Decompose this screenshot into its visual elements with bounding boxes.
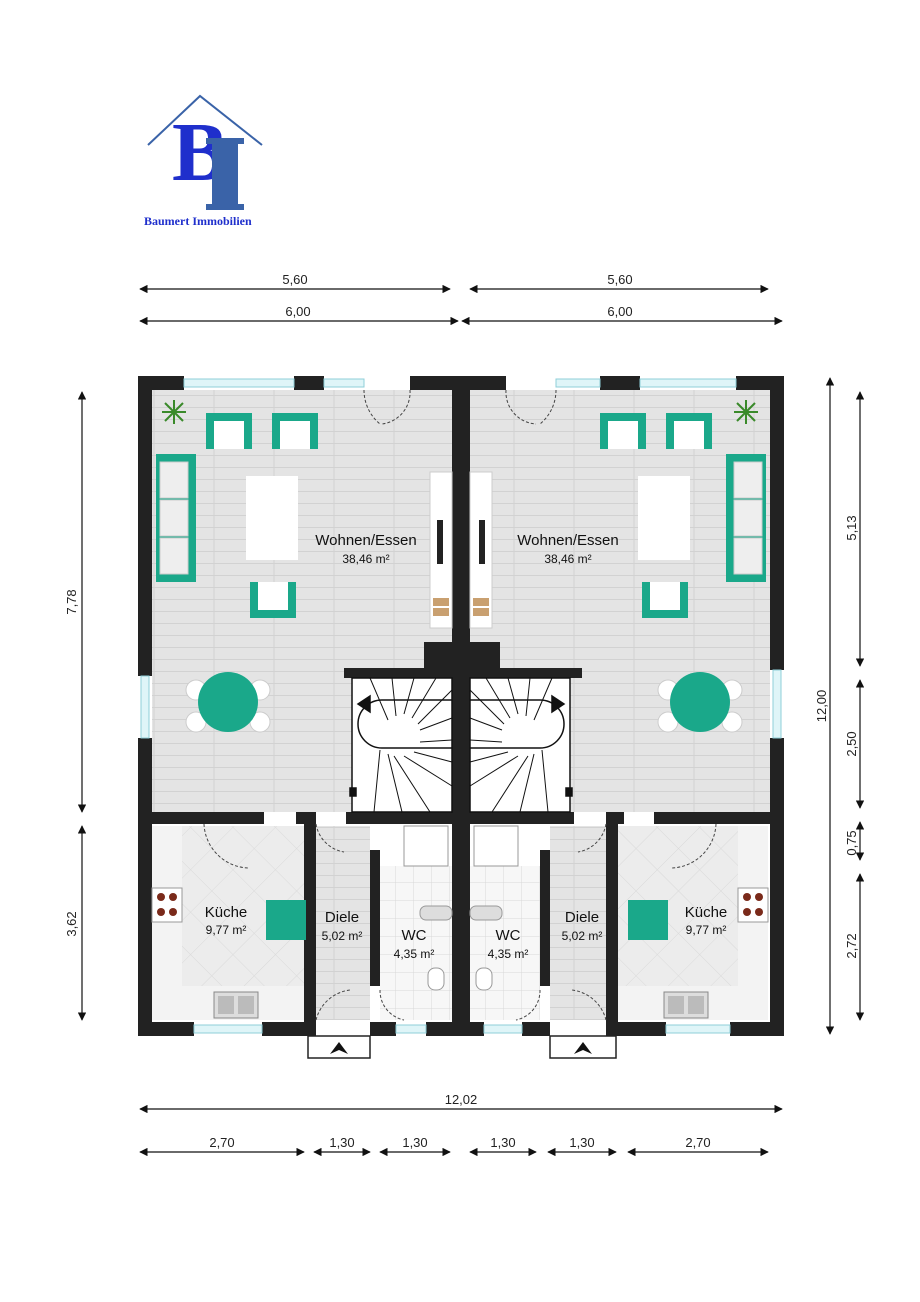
dim-top-inner-left: 5,60 <box>282 272 307 287</box>
company-logo: B Baumert Immobilien <box>144 94 263 228</box>
room-labels-left: Wohnen/Essen 38,46 m² Küche 9,77 m² Diel… <box>205 532 435 961</box>
wc-right-fixtures <box>469 825 541 1021</box>
staircase-right <box>469 677 573 813</box>
left-dimensions: 7,78 3,62 <box>64 391 87 1021</box>
dim-top-outer-right: 6,00 <box>607 304 632 319</box>
dining-table-right <box>657 672 743 733</box>
room-area-wc-left: 4,35 m² <box>394 947 435 961</box>
walls <box>138 376 784 1036</box>
dining-table-left <box>185 672 271 733</box>
kitchen-right-fixtures <box>628 823 769 1019</box>
armchair-left-3 <box>250 582 296 618</box>
dim-right-c: 0,75 <box>844 830 859 855</box>
armchair-right-3 <box>642 582 688 618</box>
living-furniture-right <box>469 400 766 733</box>
logo-text: Baumert Immobilien <box>144 214 252 228</box>
room-name-kueche-left: Küche <box>205 904 248 921</box>
room-area-kueche-right: 9,77 m² <box>686 923 727 937</box>
top-dimensions: 5,60 5,60 6,00 6,00 <box>139 272 783 326</box>
windows <box>140 378 782 1034</box>
dim-bottom-seg-5: 1,30 <box>569 1135 594 1150</box>
armchair-left-2 <box>272 413 318 449</box>
logo-letter-i-shape <box>212 140 238 208</box>
armchair-right-2 <box>666 413 712 449</box>
room-name-wohnen-right: Wohnen/Essen <box>517 532 618 549</box>
kitchen-left-door <box>203 823 249 869</box>
dim-bottom-seg-3: 1,30 <box>402 1135 427 1150</box>
room-name-wohnen-left: Wohnen/Essen <box>315 532 416 549</box>
room-area-wohnen-left: 38,46 m² <box>342 552 389 566</box>
sofa-left <box>156 454 196 582</box>
tv-sideboard-left <box>429 471 453 629</box>
entrance-arrow-icon <box>574 1042 592 1054</box>
room-name-wc-right: WC <box>496 927 521 944</box>
wc-left-fixtures <box>379 825 453 1021</box>
armchair-left-1 <box>206 413 252 449</box>
tv-sideboard-right <box>469 471 493 629</box>
room-name-kueche-right: Küche <box>685 904 728 921</box>
coffee-table-left <box>246 476 298 560</box>
room-area-kueche-left: 9,77 m² <box>206 923 247 937</box>
bottom-dimensions: 12,02 2,70 1,30 1,30 1,30 1,30 2,70 <box>139 1092 783 1157</box>
kitchen-left-fixtures <box>151 823 306 1019</box>
kitchen-right-door <box>671 823 717 869</box>
room-area-wohnen-right: 38,46 m² <box>544 552 591 566</box>
dim-right-d: 2,72 <box>844 933 859 958</box>
dim-top-outer-left: 6,00 <box>285 304 310 319</box>
living-furniture-left <box>156 400 453 733</box>
staircase-left <box>349 677 453 813</box>
right-dimensions: 12,00 5,13 2,50 0,75 2,72 <box>814 377 865 1035</box>
dim-left-upper: 7,78 <box>64 589 79 614</box>
dim-bottom-seg-6: 2,70 <box>685 1135 710 1150</box>
room-area-diele-right: 5,02 m² <box>562 929 603 943</box>
dim-bottom-seg-1: 2,70 <box>209 1135 234 1150</box>
sofa-right <box>726 454 766 582</box>
armchair-right-1 <box>600 413 646 449</box>
coffee-table-right <box>638 476 690 560</box>
dim-bottom-seg-4: 1,30 <box>490 1135 515 1150</box>
room-area-wc-right: 4,35 m² <box>488 947 529 961</box>
plant-left <box>162 400 186 424</box>
terrace-doors <box>363 389 557 425</box>
entrance-right <box>549 1035 617 1059</box>
floors <box>152 390 770 1020</box>
room-name-diele-left: Diele <box>325 909 359 926</box>
room-name-wc-left: WC <box>402 927 427 944</box>
hall-doors <box>315 823 607 1021</box>
room-labels-right: Wohnen/Essen 38,46 m² Küche 9,77 m² Diel… <box>488 532 728 961</box>
dim-right-total: 12,00 <box>814 690 829 723</box>
entrance-left <box>307 1035 371 1059</box>
dim-right-b: 2,50 <box>844 731 859 756</box>
entrance-arrow-icon <box>330 1042 348 1054</box>
plant-right <box>734 400 758 424</box>
dim-bottom-total: 12,02 <box>445 1092 478 1107</box>
room-area-diele-left: 5,02 m² <box>322 929 363 943</box>
dim-right-a: 5,13 <box>844 515 859 540</box>
room-name-diele-right: Diele <box>565 909 599 926</box>
dim-bottom-seg-2: 1,30 <box>329 1135 354 1150</box>
dim-left-lower: 3,62 <box>64 911 79 936</box>
dim-top-inner-right: 5,60 <box>607 272 632 287</box>
